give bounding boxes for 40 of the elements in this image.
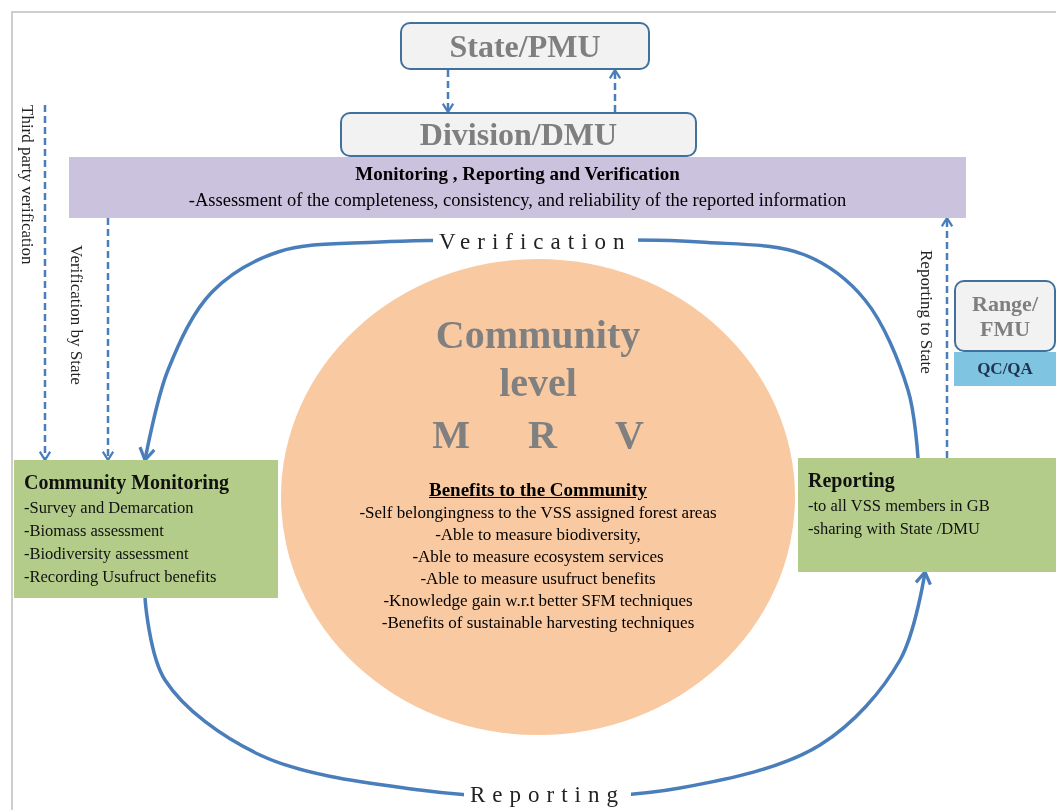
unit-label: Range/ FMU [971,290,1040,342]
unit-box [340,112,697,157]
benefit-item: -Able to measure ecosystem services [412,546,664,568]
list-item: -Survey and Demarcation [24,497,194,519]
unit-label: Division/DMU [419,116,618,153]
list-item: -sharing with State /DMU [808,518,980,540]
list-item: -Recording Usufruct benefits [24,566,217,588]
benefit-item: -Able to measure usufruct benefits [420,568,656,590]
dashed-arrow [940,216,954,458]
benefit-item: -Self belongingness to the VSS assigned forest areas [359,502,717,524]
unit-box [400,22,650,70]
unit-label: State/PMU [449,27,601,65]
ellipse-title: Community level [434,311,642,407]
acronym-letter: R [528,411,557,459]
list-item: -Biodiversity assessment [24,543,189,565]
dashed-arrow [101,218,115,462]
box-title: Community Monitoring [24,470,229,496]
dashed-arrow [38,105,52,462]
edge-label: Third party verification [17,105,36,265]
banner-title: Monitoring , Reporting and Verification [355,162,680,186]
qc-band [954,352,1056,386]
dashed-arrow [608,68,622,112]
banner-text: -Assessment of the completeness, consistency, and reliability of the reported information [188,189,847,212]
list-item: -to all VSS members in GB [808,495,990,517]
edge-label: Reporting to State [916,250,935,374]
acronym-letter: M [432,411,470,459]
qc-label: QC/QA [977,359,1033,379]
benefit-item: -Knowledge gain w.r.t better SFM techniques [383,590,693,612]
acronym-letter: V [614,411,644,459]
activity-box [14,460,278,598]
benefit-item: -Benefits of sustainable harvesting techniques [381,612,695,634]
benefit-item: -Able to measure biodiversity, [435,524,641,546]
mrv-banner [69,157,966,218]
activity-box [798,458,1056,572]
dashed-arrow [441,70,455,114]
box-title: Reporting [808,468,895,494]
benefits-heading: Benefits to the Community [429,478,647,502]
unit-box [954,280,1056,352]
list-item: -Biomass assessment [24,520,164,542]
edge-label: Verification by State [66,245,85,385]
